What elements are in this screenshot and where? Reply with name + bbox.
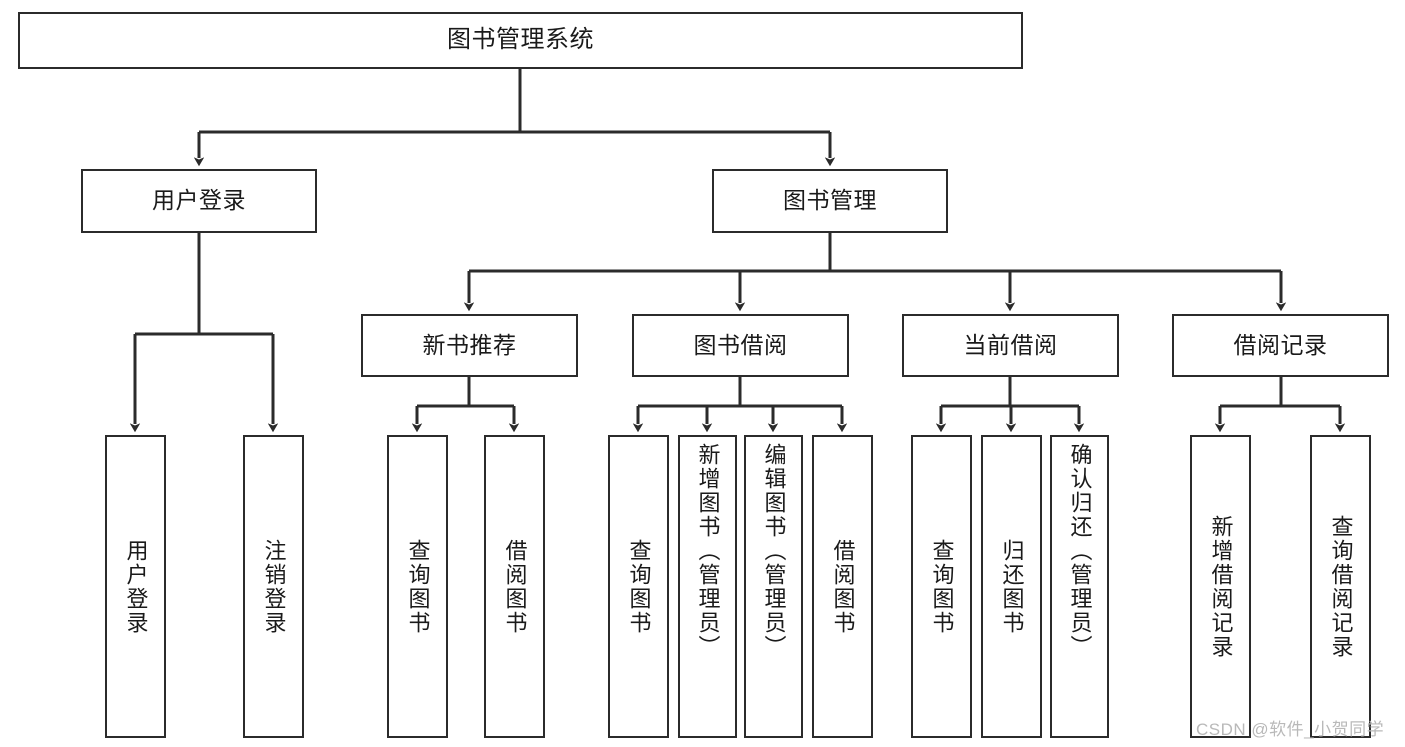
node-leaf-query-book-3[interactable]: 查询图书	[911, 435, 972, 738]
node-user-login[interactable]: 用户登录	[81, 169, 317, 233]
node-root-label: 图书管理系统	[447, 26, 594, 54]
node-leaf-add-borrow-record[interactable]: 新增借阅记录	[1190, 435, 1251, 738]
node-leaf-logout[interactable]: 注销登录	[243, 435, 304, 738]
node-leaf-borrow-book-1-label: 借阅图书	[502, 538, 528, 635]
node-leaf-query-book-3-label: 查询图书	[929, 538, 955, 635]
node-current-borrow-label: 当前借阅	[963, 331, 1058, 358]
node-current-borrow[interactable]: 当前借阅	[902, 314, 1119, 377]
node-leaf-logout-label: 注销登录	[261, 538, 287, 635]
node-leaf-add-book-admin[interactable]: 新增图书（管理员）	[678, 435, 737, 738]
node-leaf-query-book-1-label: 查询图书	[405, 538, 431, 635]
node-book-management[interactable]: 图书管理	[712, 169, 948, 233]
node-new-book-recommend[interactable]: 新书推荐	[361, 314, 578, 377]
node-leaf-edit-book-admin-label: 编辑图书（管理员）	[761, 443, 787, 659]
node-book-management-label: 图书管理	[783, 187, 877, 214]
node-leaf-borrow-book-2-label: 借阅图书	[830, 538, 856, 635]
node-user-login-label: 用户登录	[152, 187, 246, 214]
csdn-watermark: CSDN @软件_小贺同学	[1196, 720, 1385, 739]
node-borrow-record[interactable]: 借阅记录	[1172, 314, 1389, 377]
node-leaf-add-borrow-record-label: 新增借阅记录	[1208, 514, 1234, 659]
node-leaf-edit-book-admin[interactable]: 编辑图书（管理员）	[744, 435, 803, 738]
node-leaf-query-book-2-label: 查询图书	[626, 538, 652, 635]
node-leaf-query-book-2[interactable]: 查询图书	[608, 435, 669, 738]
node-book-borrow[interactable]: 图书借阅	[632, 314, 849, 377]
node-leaf-user-login[interactable]: 用户登录	[105, 435, 166, 738]
node-root[interactable]: 图书管理系统	[18, 12, 1023, 69]
node-borrow-record-label: 借阅记录	[1233, 331, 1328, 358]
node-book-borrow-label: 图书借阅	[693, 331, 788, 358]
node-leaf-return-book[interactable]: 归还图书	[981, 435, 1042, 738]
node-leaf-borrow-book-1[interactable]: 借阅图书	[484, 435, 545, 738]
node-leaf-return-book-label: 归还图书	[999, 538, 1025, 635]
node-leaf-query-borrow-record-label: 查询借阅记录	[1328, 514, 1354, 659]
node-leaf-confirm-return-admin-label: 确认归还（管理员）	[1067, 443, 1093, 659]
node-leaf-query-borrow-record[interactable]: 查询借阅记录	[1310, 435, 1371, 738]
node-leaf-add-book-admin-label: 新增图书（管理员）	[695, 443, 721, 659]
node-leaf-query-book-1[interactable]: 查询图书	[387, 435, 448, 738]
node-leaf-confirm-return-admin[interactable]: 确认归还（管理员）	[1050, 435, 1109, 738]
node-leaf-borrow-book-2[interactable]: 借阅图书	[812, 435, 873, 738]
node-leaf-user-login-label: 用户登录	[123, 538, 149, 635]
node-new-book-recommend-label: 新书推荐	[422, 331, 517, 358]
